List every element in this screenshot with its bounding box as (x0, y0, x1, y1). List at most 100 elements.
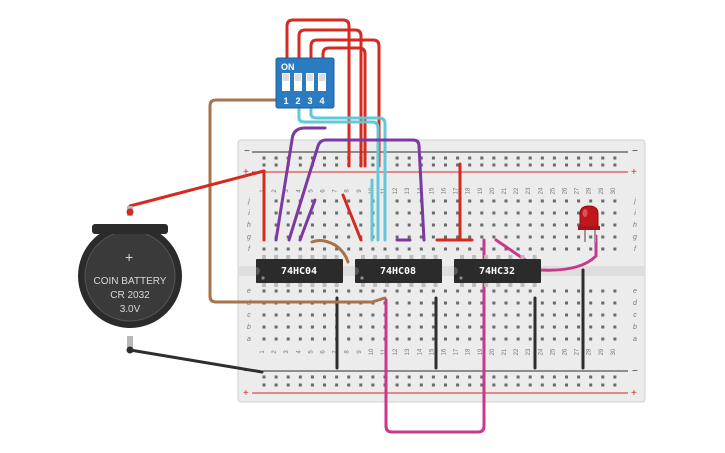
hole (431, 247, 435, 251)
rail-plus-br: + (631, 388, 637, 399)
hole (444, 223, 447, 227)
dip-toggle[interactable] (306, 73, 314, 91)
hole (274, 223, 278, 227)
hole (274, 325, 278, 329)
hole (613, 325, 617, 329)
rail-hole (431, 163, 435, 167)
hole (456, 289, 460, 293)
column-number: 1 (260, 350, 266, 354)
rail-hole (286, 375, 290, 379)
rail-hole (601, 375, 605, 379)
rail-hole (419, 375, 423, 379)
rail-hole (492, 383, 496, 387)
dip-toggle[interactable] (282, 73, 290, 91)
hole (540, 235, 544, 239)
rail-hole (456, 383, 460, 387)
column-number: 20 (490, 348, 496, 355)
hole (359, 313, 363, 317)
column-number: 11 (381, 348, 387, 355)
hole (540, 199, 544, 203)
hole (347, 247, 351, 251)
rail-hole (504, 375, 508, 379)
hole (480, 289, 484, 293)
hole (480, 325, 484, 329)
column-number: 16 (442, 348, 448, 355)
column-number: 26 (563, 348, 569, 355)
dip-number: 4 (319, 96, 324, 106)
hole (565, 289, 568, 293)
row-label: g (633, 234, 637, 241)
hole (298, 337, 302, 341)
hole (431, 301, 435, 305)
hole (601, 223, 605, 227)
hole (577, 247, 581, 251)
rail-hole (601, 156, 605, 160)
hole (480, 199, 484, 203)
hole (613, 313, 617, 317)
dip-number: 2 (295, 96, 300, 106)
dip-toggle[interactable] (318, 73, 326, 91)
hole (274, 199, 278, 203)
row-label: i (248, 210, 250, 217)
red-led[interactable] (578, 205, 600, 242)
rail-hole (540, 156, 544, 160)
hole (601, 247, 605, 251)
rail-hole (419, 383, 423, 387)
hole (613, 199, 617, 203)
hole (359, 223, 363, 227)
column-number: 12 (393, 348, 399, 355)
hole (395, 313, 399, 317)
hole (516, 223, 520, 227)
rail-hole (480, 163, 484, 167)
hole (274, 337, 278, 341)
column-number: 21 (502, 187, 508, 194)
rail-minus-bl: − (244, 366, 250, 377)
hole (335, 289, 339, 293)
hole (516, 337, 520, 341)
hole (310, 223, 314, 227)
rail-hole (540, 163, 544, 167)
rail-hole (262, 163, 266, 167)
hole (480, 337, 484, 341)
chip-74hc32: 74HC32 (454, 255, 541, 287)
battery-plus: + (125, 249, 133, 265)
hole (274, 247, 278, 251)
rail-hole (540, 383, 544, 387)
hole (492, 325, 496, 329)
dip-toggle[interactable] (294, 73, 302, 91)
rail-hole (444, 156, 447, 160)
hole (589, 325, 593, 329)
rail-hole (298, 156, 302, 160)
row-label: e (633, 288, 637, 295)
column-number: 15 (429, 187, 435, 194)
hole (540, 313, 544, 317)
hole (419, 337, 423, 341)
hole (577, 289, 581, 293)
hole (456, 337, 460, 341)
column-number: 7 (333, 189, 339, 193)
hole (262, 247, 266, 251)
rail-hole (552, 383, 556, 387)
hole (286, 325, 290, 329)
hole (407, 199, 411, 203)
hole (613, 223, 617, 227)
rail-hole (516, 375, 520, 379)
row-label: f (248, 246, 251, 253)
hole (540, 211, 544, 215)
rail-hole (552, 163, 556, 167)
hole (456, 313, 460, 317)
hole (468, 337, 472, 341)
hole (516, 325, 520, 329)
hole (359, 325, 363, 329)
red-power-wires (262, 18, 474, 242)
hole (577, 301, 581, 305)
hole (480, 211, 484, 215)
hole (589, 313, 593, 317)
hole (601, 211, 605, 215)
hole (456, 199, 460, 203)
column-number: 28 (587, 187, 593, 194)
hole (262, 325, 266, 329)
hole (444, 211, 447, 215)
